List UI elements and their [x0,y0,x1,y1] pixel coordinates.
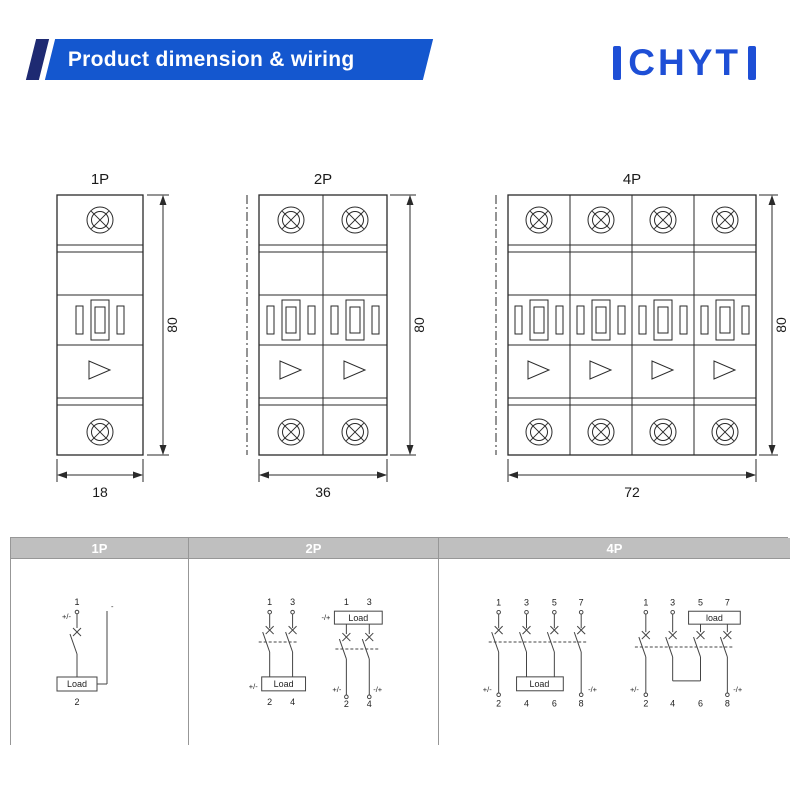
terminal-label: 7 [579,597,584,607]
terminal-label: 2 [643,699,648,709]
polarity-label: +/- [249,682,258,691]
pole-module [639,207,687,445]
terminal-label: 1 [344,597,349,607]
breaker-label-4p: 4P [623,171,641,188]
terminal-label: 6 [698,699,703,709]
terminal-label: 2 [344,699,349,709]
polarity-label: -/+ [373,685,382,694]
load-box-label: Load [529,679,549,689]
wiring-1p-svg: 1 +/- Load - 2 [56,597,114,707]
wiring-diagram-4p-a: 1 3 5 7 [483,597,597,708]
breaker-label-1p: 1P [91,171,109,188]
pole-module [515,207,563,445]
terminal-label: 1 [74,597,79,607]
terminal-label: 3 [524,597,529,607]
wiring-header-1p: 1P [11,538,188,559]
terminal-label: 6 [552,699,557,709]
wiring-diagram-1p: 1 +/- Load - 2 [56,597,114,707]
terminal-label: 5 [698,597,703,607]
breaker-drawing-4p: 4P 80 72 [495,171,789,500]
breaker-drawing-1p: 1P 80 18 [56,171,180,500]
terminal-label: 3 [367,597,372,607]
pole-module [267,207,315,445]
logo-left-bar-icon [613,45,622,80]
page-title-banner: Product dimension & wiring [44,39,434,80]
load-box-label: load [706,613,723,623]
logo-right-bar-icon [748,45,756,80]
pole-module [331,207,379,445]
width-dim-2p: 36 [315,484,331,500]
terminal-label: 7 [725,597,730,607]
wiring-2p-svg: 1 3 Load +/- [249,597,383,709]
height-dim-1p: 80 [164,317,180,333]
wiring-diagram-2p-a: 1 3 Load +/- [249,597,307,707]
load-box-label: Load [274,679,294,689]
pole-module [701,207,749,445]
polarity-label: +/- [630,685,639,694]
terminal-label: 5 [552,597,557,607]
terminal-label: 8 [579,699,584,709]
breaker-label-2p: 2P [314,171,332,188]
polarity-label: -/+ [321,613,330,622]
terminal-label: 1 [267,597,272,607]
wiring-cell-2p: 1 3 Load +/- [188,559,438,745]
terminal-label: 1 [643,597,648,607]
logo-text: CHYT [628,42,741,83]
polarity-label: +/- [332,685,341,694]
polarity-label: - [111,602,114,611]
wiring-header-2p: 2P [188,538,438,559]
polarity-label: -/+ [733,685,742,694]
terminal-label: 4 [290,697,295,707]
wiring-cell-4p: 1 3 5 7 [438,559,790,745]
breaker-drawing-2p: 2P 80 36 [246,171,427,500]
terminal-label: 1 [496,597,501,607]
dimension-drawings: 1P 80 18 2P [56,171,789,500]
terminal-label: 3 [670,597,675,607]
width-dim-1p: 18 [92,484,108,500]
wiring-diagram-4p-b: 1 3 5 7 load [630,597,742,708]
width-dim-4p: 72 [624,484,640,500]
wiring-table: 1P 2P 4P 1 +/- Load - [10,537,790,745]
terminal-label: 4 [670,699,675,709]
terminal-label: 2 [496,699,501,709]
polarity-label: +/- [62,612,71,621]
wiring-cell-1p: 1 +/- Load - 2 [11,559,188,745]
polarity-label: +/- [483,685,492,694]
polarity-label: -/+ [588,685,597,694]
terminal-label: 2 [74,697,79,707]
pole-module [577,207,625,445]
terminal-label: 3 [290,597,295,607]
load-box-label: Load [67,679,87,689]
wiring-4p-svg: 1 3 5 7 [483,597,742,708]
pole-module [76,207,124,445]
page-title: Product dimension & wiring [68,47,355,71]
load-box-label: Load [348,613,368,623]
wiring-header-4p: 4P [438,538,790,559]
terminal-label: 8 [725,699,730,709]
brand-logo: CHYT [613,44,756,81]
terminal-label: 4 [367,699,372,709]
wiring-diagram-2p-b: 1 3 Load -/+ [321,597,383,709]
height-dim-4p: 80 [773,317,789,333]
height-dim-2p: 80 [411,317,427,333]
terminal-label: 2 [267,697,272,707]
terminal-label: 4 [524,699,529,709]
